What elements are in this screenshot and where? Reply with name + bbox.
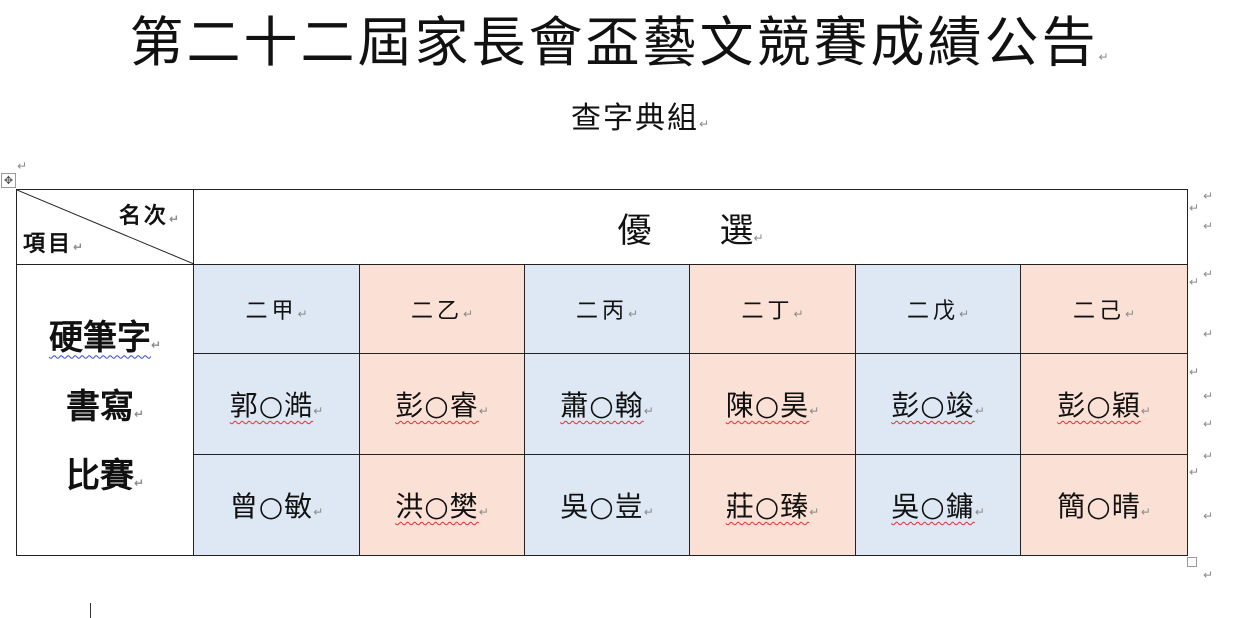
item-header-label: 項目↵ — [23, 231, 84, 257]
winner-name-cell: 吳○鏞↵ — [855, 454, 1021, 556]
winner-name-cell: 洪○樊↵ — [359, 454, 525, 556]
winner-name-cell: 彭○睿↵ — [359, 353, 525, 455]
class-cell: 二丙↵ — [524, 264, 690, 354]
row-end-mark: ↵ — [1203, 509, 1214, 523]
category-line-2: 書寫↵ — [65, 386, 145, 427]
class-cell: 二己↵ — [1019, 264, 1189, 354]
category-cell: 硬筆字↵ 書寫↵ 比賽↵ — [16, 264, 194, 556]
merit-header-cell: 優 選↵ — [192, 189, 1189, 265]
paragraph-mark: ↵ — [17, 159, 28, 173]
winner-name-cell: 簡○晴↵ — [1019, 454, 1189, 556]
rank-header-label: 名次↵ — [118, 203, 179, 229]
row-end-mark: ↵ — [1189, 275, 1200, 289]
table-resize-handle[interactable] — [1187, 557, 1197, 567]
winner-name-cell: 彭○竣↵ — [855, 353, 1021, 455]
class-cell: 二甲↵ — [193, 264, 360, 354]
winner-name-cell: 蕭○翰↵ — [524, 353, 690, 455]
category-line-3: 比賽↵ — [65, 455, 145, 496]
winner-name-cell: 吳○豈↵ — [524, 454, 690, 556]
class-cell: 二戊↵ — [855, 264, 1021, 354]
winner-name-cell: 莊○臻↵ — [689, 454, 856, 556]
class-cell: 二丁↵ — [689, 264, 856, 354]
winner-name-cell: 郭○澔↵ — [193, 353, 360, 455]
diagonal-line — [17, 190, 194, 264]
results-table: 名次↵ 項目↵ 優 選↵ 硬筆字↵ 書寫↵ 比賽↵ 二甲↵ 二乙↵ 二丙↵ 二丁… — [16, 189, 1189, 556]
class-cell: 二乙↵ — [359, 264, 525, 354]
row-end-mark: ↵ — [1203, 219, 1214, 233]
row-end-mark: ↵ — [1203, 327, 1214, 341]
row-end-mark: ↵ — [1203, 189, 1214, 203]
text-cursor — [90, 603, 91, 618]
winner-name-cell: 彭○穎↵ — [1019, 353, 1189, 455]
table-move-handle-icon[interactable]: ✥ — [1, 173, 16, 188]
document-title: 第二十二屆家長會盃藝文競賽成績公告↵ — [129, 11, 1109, 74]
winner-name-cell: 曾○敏↵ — [193, 454, 360, 556]
row-end-mark: ↵ — [1189, 365, 1200, 379]
category-line-1: 硬筆字↵ — [48, 317, 162, 358]
row-end-mark: ↵ — [1203, 449, 1214, 463]
row-end-mark: ↵ — [1203, 267, 1214, 281]
row-end-mark: ↵ — [1203, 417, 1214, 431]
winner-name-cell: 陳○昊↵ — [689, 353, 856, 455]
paragraph-mark: ↵ — [1203, 568, 1214, 582]
row-end-mark: ↵ — [1203, 389, 1214, 403]
row-end-mark: ↵ — [1189, 201, 1200, 215]
row-end-mark: ↵ — [1189, 465, 1200, 479]
diagonal-header-cell: 名次↵ 項目↵ — [16, 189, 194, 265]
document-subtitle: 查字典組↵ — [570, 101, 710, 136]
